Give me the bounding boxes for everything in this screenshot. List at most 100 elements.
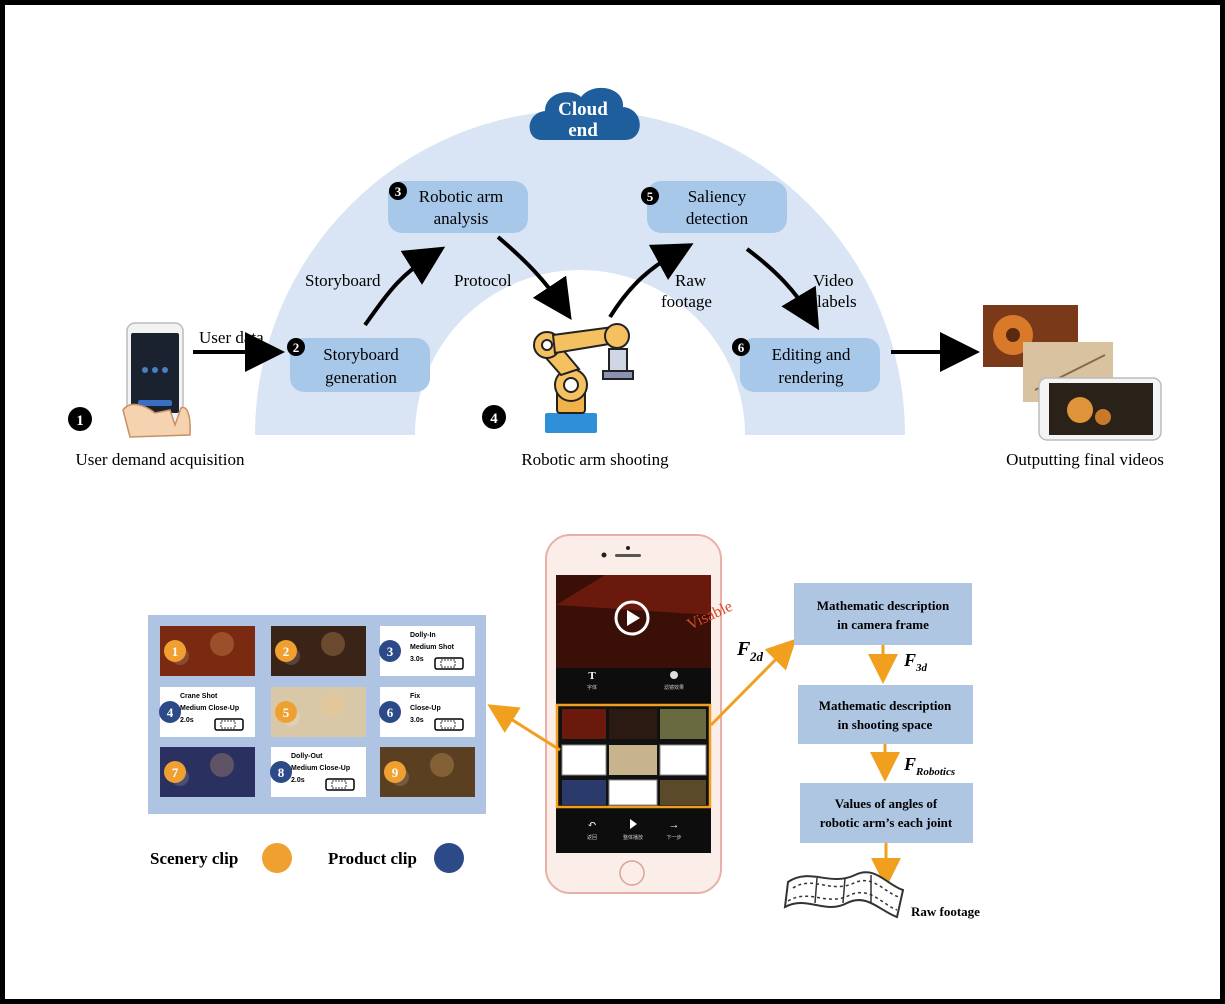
label-protocol: Protocol: [454, 271, 512, 290]
step3-num: 3: [395, 184, 402, 199]
label-frobotics-sub: Robotics: [915, 766, 955, 778]
phone-clip-selection: [555, 703, 712, 809]
storyboard-cell-5: 5: [271, 687, 366, 737]
phone-home-button: [619, 860, 645, 886]
phone-tool-filter-label: 滤镜效果: [664, 684, 684, 691]
output-videos-icon: [983, 305, 1162, 441]
step3-badge: [389, 182, 407, 200]
arrow-video-labels: [745, 247, 820, 331]
clip-number-badge: [159, 701, 181, 723]
step5-line1: Saliency: [688, 187, 747, 206]
label-raw-2: footage: [661, 292, 712, 311]
arrow-to-math: [709, 638, 797, 727]
clip-number-badge: [379, 640, 401, 662]
phone-btn-back: 返回: [587, 834, 597, 841]
step2-num: 2: [293, 340, 300, 355]
product-shot-line: Dolly-Out: [291, 753, 323, 760]
storyboard-cell-1: 1: [160, 626, 255, 676]
step3-box: [388, 181, 528, 233]
clip-number: 9: [392, 765, 399, 780]
step5-num: 5: [647, 189, 654, 204]
next-icon[interactable]: →: [669, 819, 680, 831]
clip-number: 3: [387, 644, 394, 659]
play-icon[interactable]: [630, 819, 637, 829]
arrow-to-grid: [487, 704, 561, 752]
clip-number: 2: [283, 644, 290, 659]
product-shot-line: Medium Close-Up: [180, 705, 239, 712]
product-shot-line: 2.0s: [180, 717, 194, 724]
product-shot-line: Medium Close-Up: [291, 765, 350, 772]
phone-tool-t[interactable]: T: [588, 670, 596, 682]
clip-number: 8: [278, 765, 285, 780]
math-box1-line2: in camera frame: [837, 617, 929, 632]
math-box3-line1: Values of angles of: [835, 796, 938, 811]
math-box-joint-angles: [800, 783, 973, 843]
product-shot-line: 2.0s: [291, 777, 305, 784]
filter-icon[interactable]: [670, 671, 678, 679]
storyboard-cell-9: 9: [380, 747, 475, 797]
clip-number: 4: [167, 705, 174, 720]
robotic-arm-icon: [533, 323, 634, 433]
label-raw-1: Raw: [675, 271, 707, 290]
storyboard-cell-2: 2: [271, 626, 366, 676]
back-icon[interactable]: ↶: [587, 819, 596, 831]
cloud-line1: Cloud: [558, 99, 608, 120]
step5-line2: detection: [686, 209, 749, 228]
math-box1-line1: Mathematic description: [817, 598, 950, 613]
step6-badge: [732, 338, 750, 356]
label-f3d-sub: 3d: [915, 662, 928, 674]
legend-scenery-dot: [262, 843, 292, 873]
clip-number: 1: [172, 644, 179, 659]
cloud-line2: end: [568, 120, 598, 141]
step6-line1: Editing and: [772, 345, 851, 364]
clip-number: 7: [172, 765, 179, 780]
step5-box: [647, 181, 787, 233]
label-frobotics: F: [903, 754, 916, 774]
clip-number: 5: [283, 705, 290, 720]
step4-label: Robotic arm shooting: [521, 450, 669, 469]
step6-num: 6: [738, 340, 745, 355]
clip-number-badge: [164, 640, 186, 662]
phone-tool-t-label: 字体: [587, 684, 597, 691]
product-shot-line: 3.0s: [410, 717, 424, 724]
product-shot-line: Fix: [410, 693, 420, 700]
label-user-data: User data: [199, 328, 264, 347]
raw-footage-label: Raw footage: [911, 904, 980, 919]
product-shot-line: 3.0s: [410, 656, 424, 663]
step6-line2: rendering: [778, 368, 844, 387]
arrow-storyboard: [363, 246, 446, 327]
step2-line1: Storyboard: [323, 345, 399, 364]
clip-number-badge: [384, 761, 406, 783]
legend-product-label: Product clip: [328, 849, 417, 868]
label-f2d: F: [736, 638, 751, 660]
step1-badge: [68, 407, 92, 431]
clip-number-badge: [275, 701, 297, 723]
step6-box: [740, 338, 880, 392]
step3-line2: analysis: [434, 209, 489, 228]
clip-number-badge: [379, 701, 401, 723]
product-shot-line: Close-Up: [410, 705, 441, 712]
arrow-protocol: [496, 235, 572, 320]
product-shot-line: Dolly-In: [410, 632, 436, 639]
clip-number-badge: [275, 640, 297, 662]
math-box-camera-frame: [794, 583, 972, 645]
step2-box: [290, 338, 430, 392]
phone-hand-icon: [122, 322, 191, 438]
label-storyboard: Storyboard: [305, 271, 381, 290]
math-box2-line2: in shooting space: [838, 717, 933, 732]
cloud-icon: Cloud end: [529, 87, 640, 141]
storyboard-cell-7: 7: [160, 747, 255, 797]
step5-badge: [641, 187, 659, 205]
step4-badge: [482, 405, 506, 429]
math-box-shooting-space: [798, 685, 973, 744]
film-strip-icon: [783, 871, 905, 919]
clip-number-badge: [270, 761, 292, 783]
product-shot-line: Crane Shot: [180, 693, 218, 700]
legend-scenery-label: Scenery clip: [150, 849, 238, 868]
label-video-2: labels: [817, 292, 857, 311]
